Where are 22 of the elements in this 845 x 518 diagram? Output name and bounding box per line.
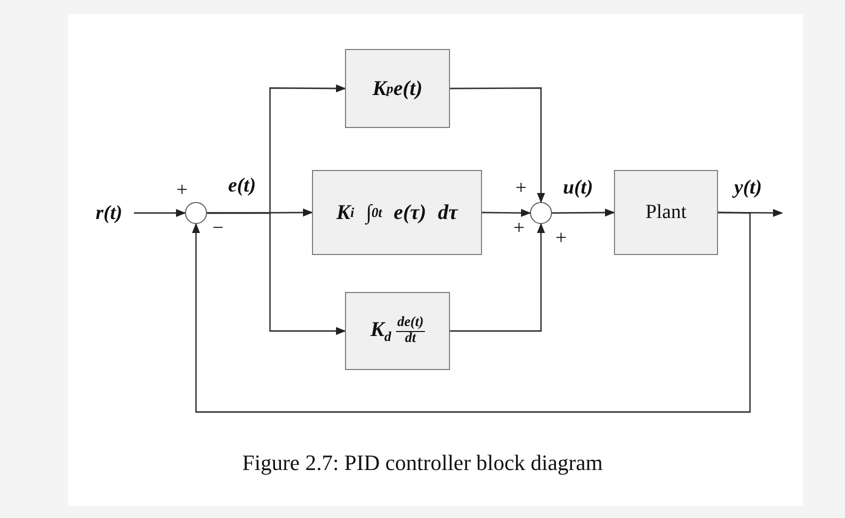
derivative-block bbox=[345, 292, 450, 370]
fraction-numerator: de(t) bbox=[396, 316, 425, 332]
signal-arrow bbox=[552, 208, 615, 217]
input-signal-label: r(t) bbox=[84, 200, 134, 226]
sign-label: + bbox=[513, 218, 525, 238]
signal-arrow bbox=[134, 209, 186, 217]
signal-label: e(t) bbox=[228, 174, 256, 198]
sign-label: + bbox=[515, 178, 527, 198]
signal-arrow bbox=[207, 212, 346, 335]
signal-arrow bbox=[450, 223, 545, 332]
gain-symbol: K$_{d}$ bbox=[370, 316, 392, 346]
signal-arrow bbox=[482, 208, 531, 217]
signal-arrow bbox=[192, 212, 751, 413]
figure-caption: Figure 2.7: PID controller block diagram bbox=[241, 450, 604, 476]
signal-label: y(t) bbox=[734, 176, 762, 200]
sign-label: − bbox=[212, 218, 224, 238]
sign-label: + bbox=[176, 180, 188, 200]
sign-label: + bbox=[555, 228, 567, 248]
plant-block: Plant bbox=[614, 170, 718, 255]
signal-arrow bbox=[450, 87, 545, 203]
fraction-denominator: dt bbox=[404, 332, 416, 346]
signal-label: u(t) bbox=[563, 176, 593, 200]
